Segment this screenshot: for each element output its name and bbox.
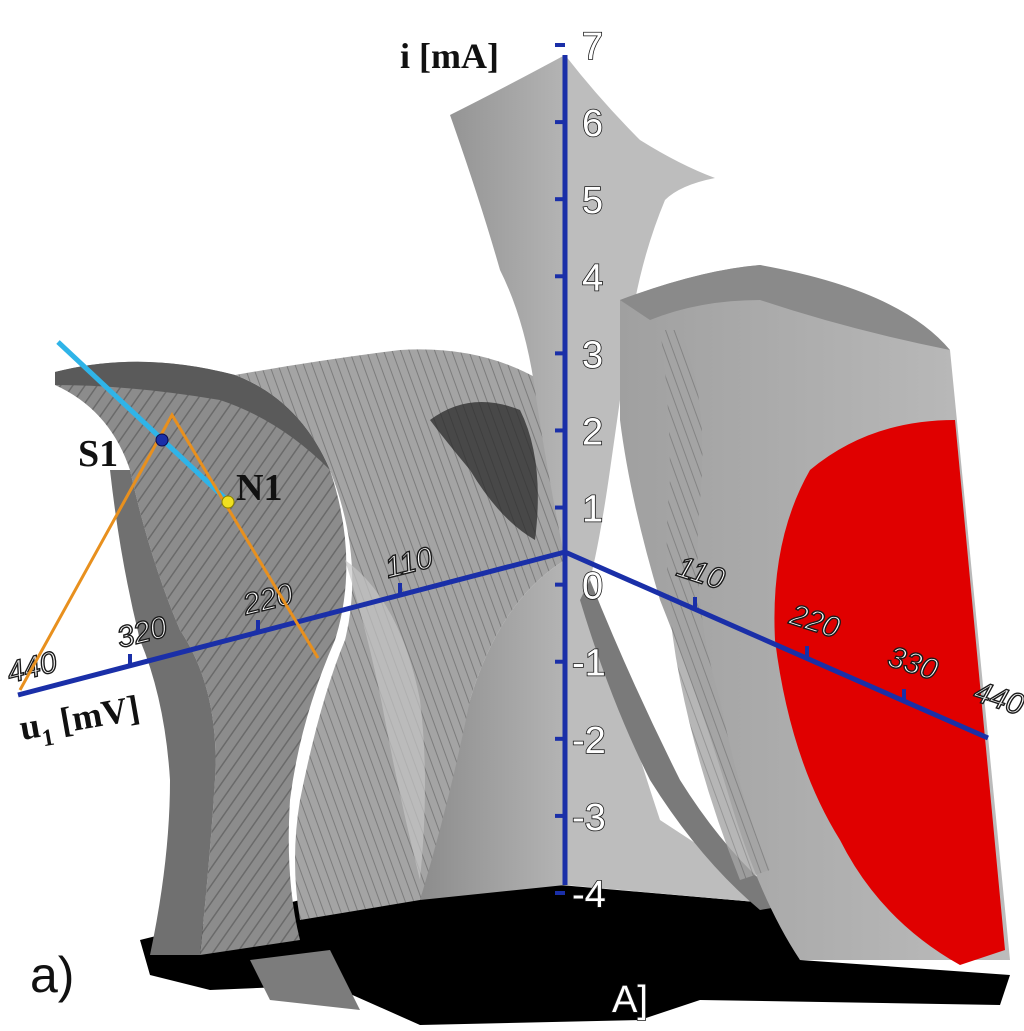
i-tick-label: 2 <box>582 411 603 453</box>
i-tick-label: 3 <box>582 334 603 376</box>
point-s1 <box>155 433 169 447</box>
i-axis-title: i [mA] <box>400 36 499 76</box>
i-tick-label: 4 <box>582 257 603 299</box>
i-tick-label: 0 <box>582 566 603 608</box>
i-tick-label: 7 <box>582 26 603 68</box>
i-tick-label: 6 <box>582 103 603 145</box>
i-tick-label: -2 <box>572 720 606 762</box>
point-n1 <box>221 495 235 509</box>
i-tick-label: -1 <box>572 643 606 685</box>
i-tick-label: 5 <box>582 180 603 222</box>
label-s1: S1 <box>78 433 118 475</box>
center-back-surface <box>235 349 565 920</box>
panel-label: a) <box>30 947 74 1003</box>
i-tick-label: -4 <box>572 874 606 916</box>
i-tick-label: -3 <box>572 797 606 839</box>
left-surface-sheet <box>55 361 347 955</box>
center-pillar <box>420 55 790 910</box>
i-axis-ticks: 7 6 5 4 3 2 1 0 -1 -2 -3 -4 <box>555 25 607 917</box>
label-n1: N1 <box>236 467 282 509</box>
partial-label: A] <box>612 979 648 1021</box>
cyan-trajectory-line <box>56 340 232 505</box>
u1-tick-320: 320 <box>114 611 171 655</box>
i-axis: 7 6 5 4 3 2 1 0 -1 -2 -3 -4 i [mA] <box>400 25 607 917</box>
u1-axis-title: u1 [mV] <box>16 687 143 755</box>
orange-trajectory-line <box>18 411 320 691</box>
i-tick-label: 1 <box>582 489 603 531</box>
trajectories: S1 N1 <box>18 340 320 691</box>
